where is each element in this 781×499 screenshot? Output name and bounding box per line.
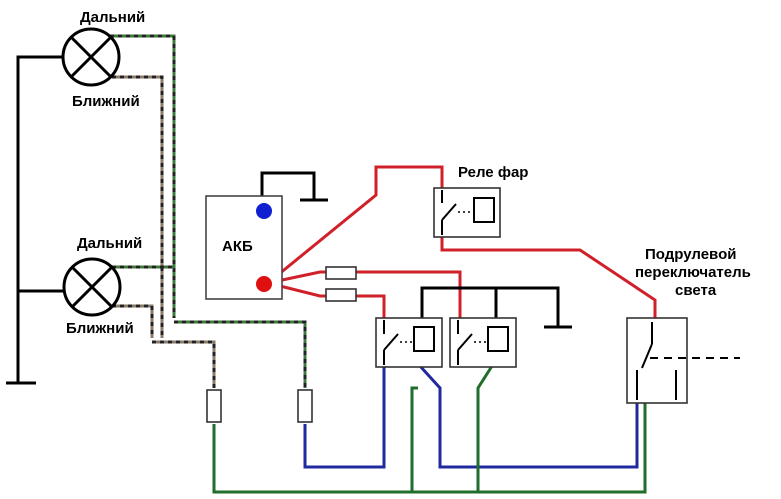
chassis-ground-bus	[6, 55, 64, 385]
relay-icon	[375, 317, 443, 368]
bottom-lamp-high-label: Дальний	[77, 235, 142, 252]
switch-label-line3: света	[675, 282, 717, 299]
battery-icon	[205, 195, 283, 300]
fuse-icon	[325, 288, 357, 302]
top-lamp-high-label: Дальний	[80, 9, 145, 26]
harness-wires	[110, 34, 307, 388]
fuse-icon	[206, 389, 222, 423]
relay-icon	[433, 187, 501, 238]
relay-ground-wires	[260, 171, 572, 329]
relay-icon	[449, 317, 517, 368]
lamp-icon	[62, 257, 122, 317]
battery-label: АКБ	[222, 238, 253, 255]
switch-label-line1: Подрулевой	[645, 246, 736, 263]
lamp-icon	[61, 27, 121, 87]
fuse-icon	[297, 389, 313, 423]
fuse-icon	[325, 266, 357, 280]
green-wire-high-beam	[212, 386, 647, 494]
green-wire-relay2	[476, 365, 494, 492]
switch-label-line2: переключатель	[635, 264, 751, 281]
switch-icon	[626, 317, 740, 404]
bottom-lamp-low-label: Ближний	[66, 320, 134, 337]
headlight-relay-label: Реле фар	[458, 164, 528, 181]
top-lamp-low-label: Ближний	[72, 93, 140, 110]
blue-wire-low-beam	[303, 364, 639, 469]
